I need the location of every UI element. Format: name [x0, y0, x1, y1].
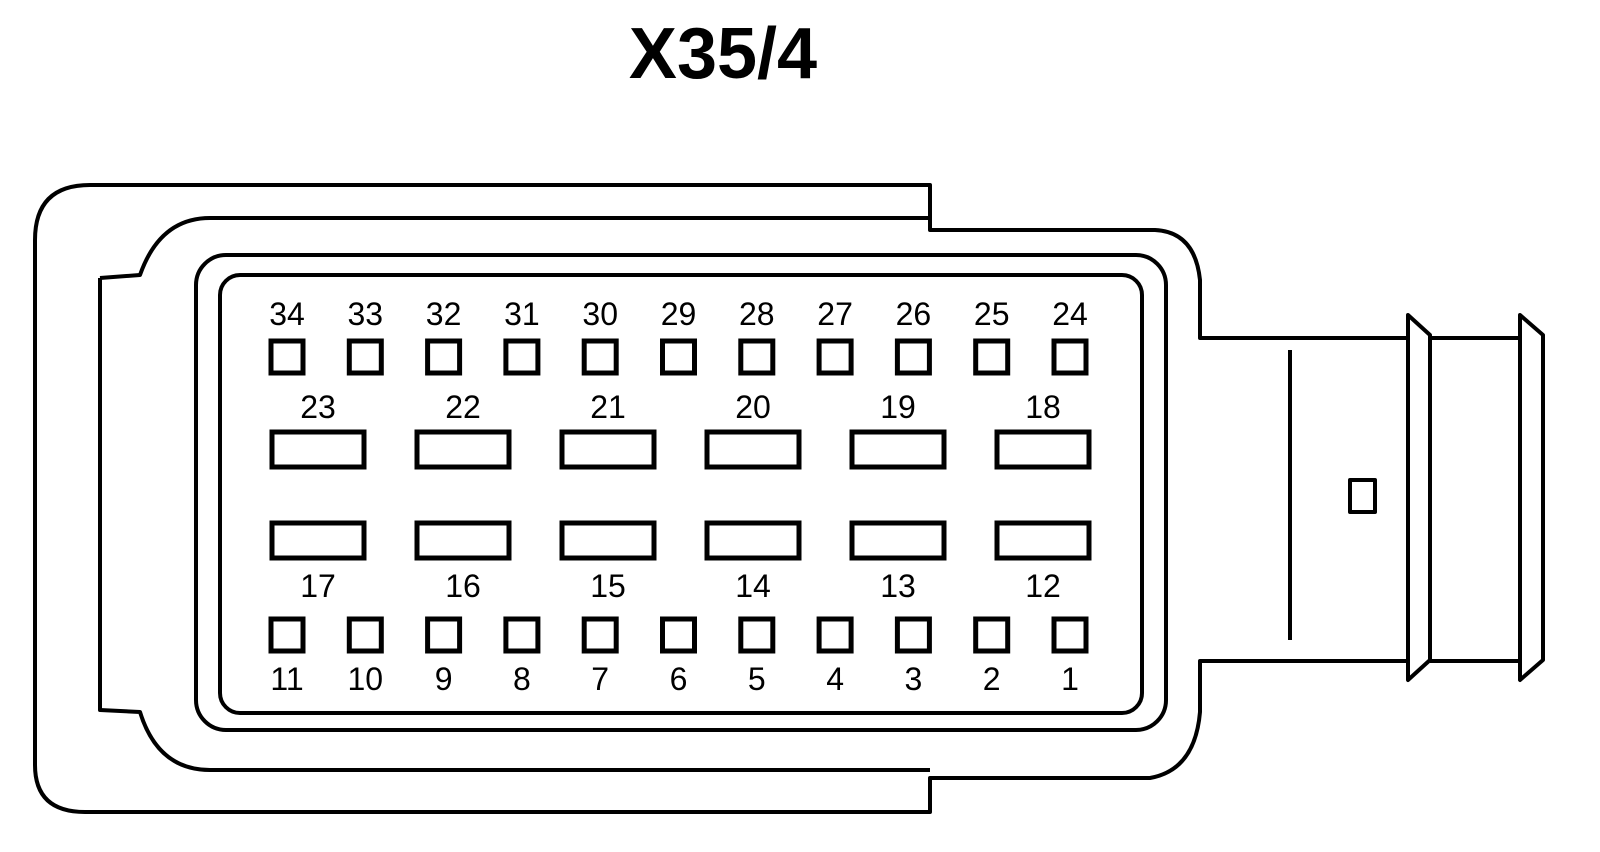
pin-cavity-26 — [894, 338, 932, 376]
pin-cavity-7 — [581, 616, 619, 654]
pin-label-26: 26 — [896, 296, 932, 332]
pin-cavity-10 — [346, 616, 384, 654]
pin-cavity-8 — [503, 616, 541, 654]
pin-cavity-3 — [894, 616, 932, 654]
pin-label-19: 19 — [880, 389, 916, 425]
connector-housing-outer — [33, 183, 1410, 814]
pin-cavity-29 — [660, 338, 697, 376]
pin-label-9: 9 — [435, 661, 453, 697]
pin-cavity-17 — [269, 520, 367, 561]
pin-cavity-27 — [816, 338, 854, 376]
pin-cavity-19 — [849, 429, 947, 470]
connector-face — [218, 273, 1144, 715]
pin-label-10: 10 — [348, 661, 384, 697]
pin-label-32: 32 — [426, 296, 462, 332]
pin-label-14: 14 — [735, 568, 771, 604]
connector-title: X35/4 — [629, 14, 817, 94]
pin-label-27: 27 — [817, 296, 853, 332]
pin-row-upper-large: 23 22 21 20 19 18 — [269, 389, 1092, 470]
pin-label-28: 28 — [739, 296, 775, 332]
pin-label-25: 25 — [974, 296, 1010, 332]
pin-label-29: 29 — [661, 296, 697, 332]
pin-label-15: 15 — [590, 568, 626, 604]
pin-cavity-25 — [973, 338, 1011, 376]
connector-housing-inner — [99, 216, 930, 280]
pin-cavity-5 — [738, 616, 776, 654]
pin-label-8: 8 — [513, 661, 531, 697]
connector-face-frame — [194, 253, 1168, 732]
pin-label-30: 30 — [582, 296, 618, 332]
latch-ridge-left — [1406, 313, 1432, 682]
pin-label-31: 31 — [504, 296, 540, 332]
pin-label-22: 22 — [445, 389, 481, 425]
pin-label-21: 21 — [590, 389, 626, 425]
pin-cavity-6 — [660, 616, 697, 654]
pin-label-7: 7 — [591, 661, 609, 697]
pin-label-2: 2 — [983, 661, 1001, 697]
pin-cavity-32 — [425, 338, 463, 376]
pin-label-13: 13 — [880, 568, 916, 604]
pin-label-3: 3 — [905, 661, 923, 697]
pin-cavity-20 — [704, 429, 802, 470]
pin-label-6: 6 — [670, 661, 688, 697]
pin-label-12: 12 — [1025, 568, 1061, 604]
pin-label-33: 33 — [348, 296, 384, 332]
pin-cavity-18 — [994, 429, 1092, 470]
pin-cavity-23 — [269, 429, 367, 470]
pin-cavity-2 — [973, 616, 1011, 654]
pin-cavity-11 — [268, 616, 306, 654]
pin-cavity-13 — [849, 520, 947, 561]
pin-label-1: 1 — [1061, 661, 1079, 697]
pin-cavity-22 — [414, 429, 512, 470]
pin-label-18: 18 — [1025, 389, 1061, 425]
pin-label-17: 17 — [300, 568, 336, 604]
pin-cavity-16 — [414, 520, 512, 561]
pin-cavity-34 — [268, 338, 306, 376]
pin-cavity-21 — [559, 429, 657, 470]
pin-cavity-30 — [581, 338, 619, 376]
pin-cavity-12 — [994, 520, 1092, 561]
pin-cavity-28 — [738, 338, 776, 376]
pin-label-4: 4 — [826, 661, 844, 697]
pin-row-lower-large: 17 16 15 14 13 12 — [269, 520, 1092, 604]
connector-housing-inner-bottom — [98, 278, 930, 772]
pin-label-34: 34 — [269, 296, 305, 332]
pin-cavity-9 — [425, 616, 463, 654]
pin-cavity-24 — [1051, 338, 1089, 376]
latch-ridge-right — [1518, 313, 1545, 682]
pin-cavity-1 — [1051, 616, 1089, 654]
pin-cavity-33 — [346, 338, 384, 376]
pin-cavity-14 — [704, 520, 802, 561]
pin-label-11: 11 — [270, 661, 303, 697]
pin-label-16: 16 — [445, 568, 481, 604]
pin-label-24: 24 — [1052, 296, 1088, 332]
pin-cavity-31 — [503, 338, 541, 376]
pin-row-bottom-small: 11 10 9 8 7 6 5 4 3 2 1 — [268, 616, 1089, 697]
latch-window — [1348, 478, 1377, 514]
pin-label-23: 23 — [300, 389, 336, 425]
pin-label-5: 5 — [748, 661, 766, 697]
pin-label-20: 20 — [735, 389, 771, 425]
pin-cavity-15 — [559, 520, 657, 561]
pin-row-top-small: 34 33 32 31 30 29 28 27 26 25 24 — [268, 296, 1089, 376]
pin-cavity-4 — [816, 616, 854, 654]
